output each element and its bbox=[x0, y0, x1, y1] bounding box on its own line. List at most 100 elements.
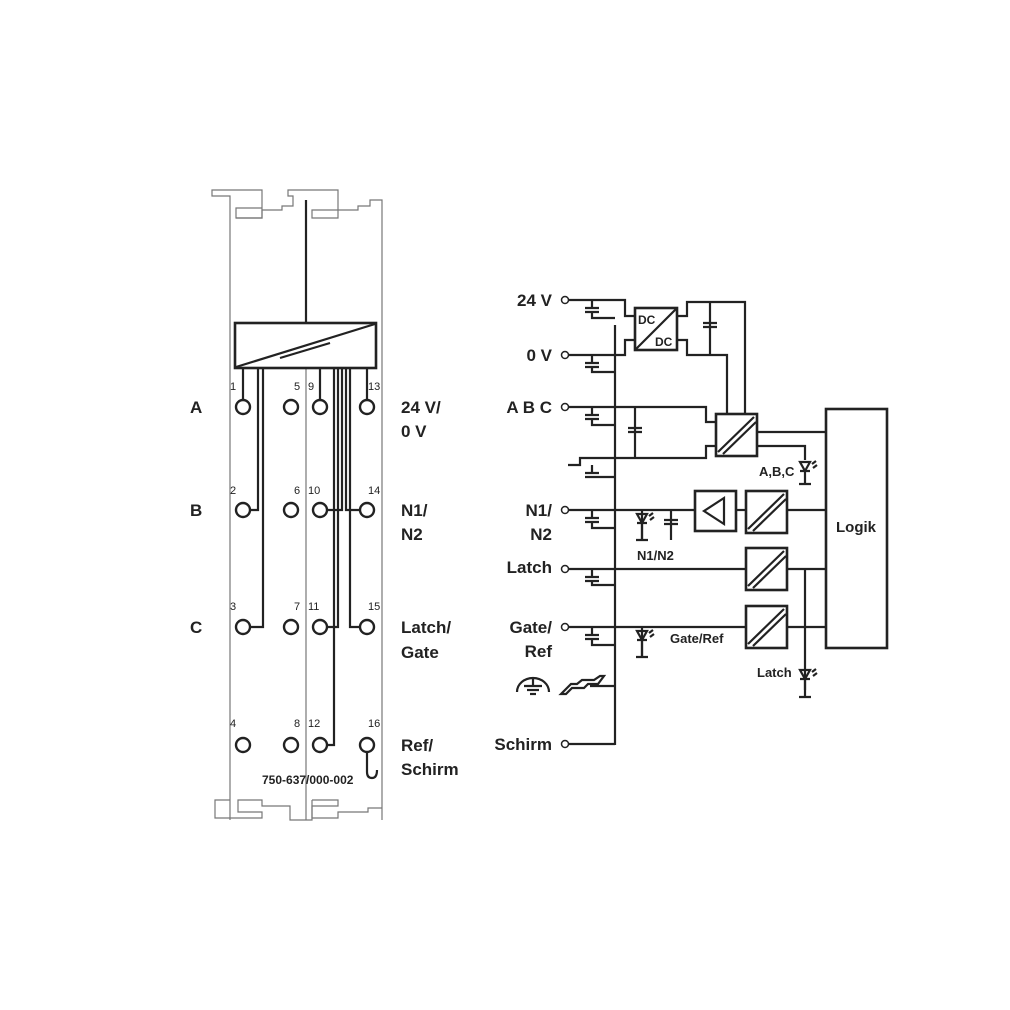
terminal-clamp bbox=[358, 736, 376, 754]
input-terminal bbox=[560, 295, 570, 305]
row-labels: A B C bbox=[190, 398, 202, 637]
terminal-number: 2 bbox=[230, 485, 236, 497]
led-labels: A,B,C N1/N2 Gate/Ref Latch bbox=[637, 464, 795, 680]
capacitor-icon bbox=[664, 518, 678, 526]
terminal-clamp bbox=[311, 618, 329, 636]
terminal-clamp bbox=[311, 736, 329, 754]
optocoupler-icon bbox=[744, 546, 789, 592]
led-icon bbox=[798, 668, 818, 699]
module-wires bbox=[241, 368, 379, 780]
capacitor-icon bbox=[628, 426, 642, 434]
input-label: A B C bbox=[506, 398, 552, 417]
terminal-number: 16 bbox=[368, 718, 380, 730]
leds bbox=[635, 460, 818, 699]
terminal-number: 11 bbox=[308, 601, 319, 613]
capacitor-icon bbox=[585, 569, 615, 587]
terminal-clamp bbox=[282, 398, 300, 416]
capacitor-icon bbox=[585, 627, 615, 647]
row-label: B bbox=[190, 501, 202, 520]
terminal-clamp bbox=[234, 501, 252, 519]
optocoupler-icon bbox=[744, 604, 789, 650]
dcdc-label-in: DC bbox=[638, 313, 656, 327]
led-icon bbox=[635, 629, 655, 659]
terminal-clamp bbox=[234, 398, 252, 416]
row-label: C bbox=[190, 618, 202, 637]
function-label: N1/ bbox=[401, 501, 428, 520]
input-labels: 24 V 0 V A B C N1/ N2 Latch Gate/ Ref Sc… bbox=[494, 291, 552, 754]
terminal-number: 7 bbox=[294, 601, 300, 613]
led-icon bbox=[798, 460, 818, 486]
input-label: 0 V bbox=[526, 346, 552, 365]
terminal-number: 13 bbox=[368, 381, 380, 393]
capacitor-icon bbox=[585, 465, 615, 479]
terminal-number: 1 bbox=[230, 381, 236, 393]
capacitor-icon bbox=[585, 407, 615, 427]
capacitor-icon bbox=[585, 300, 615, 320]
terminal-number: 3 bbox=[230, 601, 236, 613]
led-label: Latch bbox=[757, 665, 792, 680]
led-label: Gate/Ref bbox=[670, 631, 724, 646]
terminal-number: 5 bbox=[294, 381, 300, 393]
module-converter bbox=[233, 200, 378, 370]
schematic-wires bbox=[568, 298, 826, 746]
isolation-converters bbox=[714, 412, 789, 650]
capacitor-icon bbox=[585, 510, 615, 530]
part-number: 750-637/000-002 bbox=[262, 773, 354, 787]
terminal-clamp bbox=[234, 736, 252, 754]
input-terminal bbox=[560, 564, 570, 574]
led-label: N1/N2 bbox=[637, 548, 674, 563]
function-label: 24 V/ bbox=[401, 398, 441, 417]
input-terminals bbox=[560, 295, 570, 749]
function-label: Ref/ bbox=[401, 736, 433, 755]
terminal-clamp bbox=[282, 501, 300, 519]
dcdc-converter: DC DC bbox=[633, 306, 679, 352]
terminal-number: 6 bbox=[294, 485, 300, 497]
terminal-number: 9 bbox=[308, 381, 314, 393]
input-terminal bbox=[560, 402, 570, 412]
input-terminal bbox=[560, 739, 570, 749]
input-terminal bbox=[560, 350, 570, 360]
terminal-number: 12 bbox=[308, 718, 320, 730]
capacitors bbox=[585, 300, 717, 647]
terminal-clamp bbox=[282, 618, 300, 636]
terminal-number: 10 bbox=[308, 485, 320, 497]
din-rail-icon bbox=[558, 674, 607, 696]
input-label: N2 bbox=[530, 525, 552, 544]
input-label: 24 V bbox=[517, 291, 553, 310]
logic-label: Logik bbox=[836, 519, 877, 536]
function-label: N2 bbox=[401, 525, 423, 544]
terminal-clamp bbox=[234, 618, 252, 636]
led-icon bbox=[635, 512, 655, 542]
function-label: Gate bbox=[401, 643, 439, 662]
capacitor-icon bbox=[585, 355, 615, 374]
function-label: 0 V bbox=[401, 422, 427, 441]
capacitor-icon bbox=[703, 321, 717, 329]
terminal-clamp bbox=[358, 618, 376, 636]
input-label: Ref bbox=[525, 642, 553, 661]
optocoupler-icon bbox=[744, 489, 789, 535]
terminal-clamp bbox=[358, 501, 376, 519]
led-label: A,B,C bbox=[759, 464, 795, 479]
terminal-number: 4 bbox=[230, 718, 236, 730]
input-terminal bbox=[560, 505, 570, 515]
terminal-clamp bbox=[358, 398, 376, 416]
input-label: Latch bbox=[507, 558, 552, 577]
row-label: A bbox=[190, 398, 202, 417]
amplifier bbox=[693, 489, 738, 533]
function-label: Schirm bbox=[401, 760, 459, 779]
earth-ground-icon bbox=[515, 676, 551, 696]
terminal-number: 15 bbox=[368, 601, 380, 613]
logic-block: Logik bbox=[824, 407, 889, 650]
terminal-function-labels: 24 V/ 0 V N1/ N2 Latch/ Gate Ref/ Schirm bbox=[401, 398, 459, 779]
input-terminal bbox=[560, 622, 570, 632]
terminal-numbers: 1 5 9 13 2 6 10 14 3 7 11 15 4 8 12 16 bbox=[230, 381, 380, 730]
input-label: Gate/ bbox=[509, 618, 552, 637]
optocoupler-icon bbox=[714, 412, 759, 458]
terminal-clamp bbox=[311, 398, 329, 416]
terminals bbox=[234, 398, 376, 754]
terminal-number: 14 bbox=[368, 485, 380, 497]
terminal-clamp bbox=[311, 501, 329, 519]
dcdc-label-out: DC bbox=[655, 335, 673, 349]
